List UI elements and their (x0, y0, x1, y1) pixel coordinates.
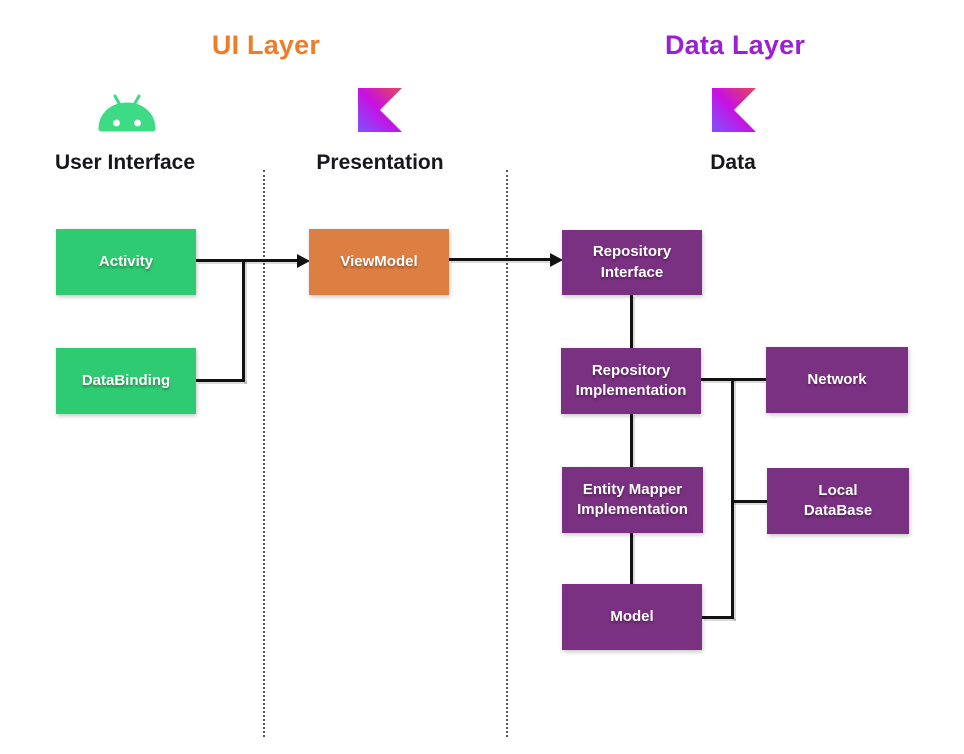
node-activity: Activity (56, 229, 196, 295)
connector-to-local-database (731, 500, 767, 503)
node-entity-mapper-implementation: Entity Mapper Implementation (562, 467, 703, 533)
data-layer-title: Data Layer (664, 30, 806, 60)
node-local-database: Local DataBase (767, 468, 909, 534)
connector-viewmodel-repository (449, 258, 551, 261)
divider-presentation-data (506, 170, 508, 737)
node-databinding: DataBinding (56, 348, 196, 414)
node-repository-interface: Repository Interface (562, 230, 702, 295)
android-icon (98, 94, 156, 132)
connector-implementation-mapper (630, 413, 633, 468)
column-label-data: Data (710, 151, 756, 174)
node-network: Network (766, 347, 908, 413)
column-label-user-interface: User Interface (54, 151, 196, 174)
column-label-presentation: Presentation (316, 151, 444, 174)
divider-ui-presentation (263, 170, 265, 737)
node-repository-implementation: Repository Implementation (561, 348, 701, 414)
connector-right-junction-vertical (731, 378, 734, 619)
ui-layer-title: UI Layer (211, 30, 321, 60)
connector-databinding (196, 379, 245, 382)
kotlin-icon (712, 88, 756, 132)
kotlin-icon (358, 88, 402, 132)
node-viewmodel: ViewModel (309, 229, 449, 295)
connector-mapper-model (630, 533, 633, 585)
arrowhead-viewmodel (297, 254, 310, 268)
node-model: Model (562, 584, 702, 650)
connector-interface-implementation (630, 295, 633, 349)
arrowhead-repository-interface (550, 253, 563, 267)
connector-junction-vertical (242, 259, 245, 382)
connector-to-model (702, 616, 734, 619)
connector-activity-viewmodel (196, 259, 298, 262)
